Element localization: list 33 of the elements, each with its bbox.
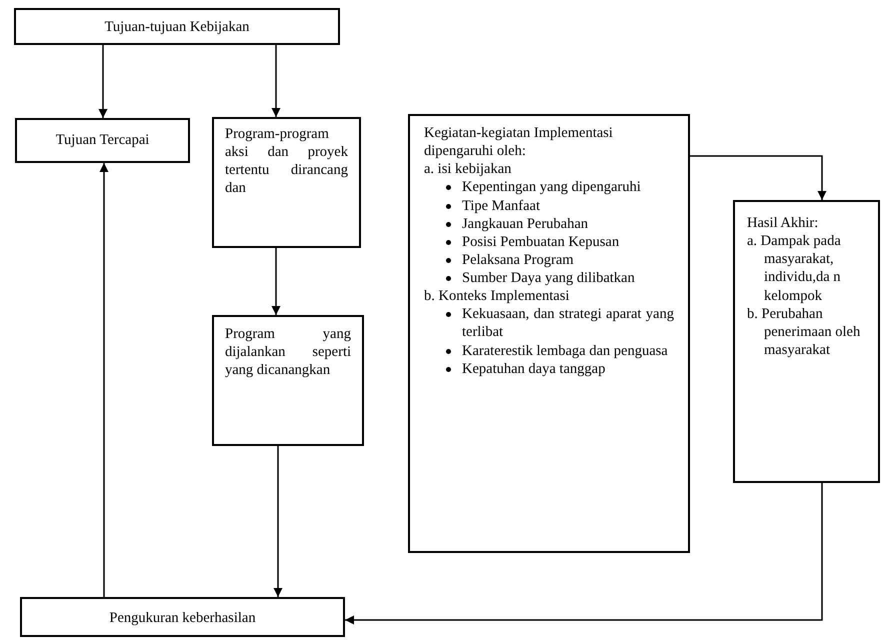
box-text: Program-program aksi dan proyek tertentu dirancang dan — [225, 125, 348, 198]
bullet-item: Posisi Pembuatan Kepusan — [424, 232, 674, 251]
arrow — [345, 483, 823, 624]
box-heading: Kegiatan-kegiatan Implementasi dipengaruhi oleh: — [424, 124, 614, 160]
program-box — [212, 117, 361, 248]
bullet-item: Tipe Manfaat — [424, 196, 674, 215]
list-item: b. Perubahan penerimaan oleh masyarakat — [747, 304, 862, 359]
box-text: Tujuan-tujuan Kebijakan — [104, 18, 250, 36]
box-text: Pengukuran keberhasilan — [108, 609, 257, 628]
bullet-item: Karaterestik lembaga dan penguasa — [424, 342, 674, 360]
arrow — [100, 163, 108, 597]
list-item: b. Konteks Implementasi — [424, 287, 570, 306]
bullet-item: Kepentingan yang dipengaruhi — [424, 178, 674, 196]
policy-goals-box — [14, 8, 340, 45]
bullet-item: Kekuasaan, dan strategi aparat yang terlibat — [424, 305, 674, 342]
goal-box — [15, 118, 190, 163]
bullet-item: Pelaksana Program — [424, 250, 674, 269]
box-text: Tujuan Tercapai — [54, 131, 150, 150]
arrow — [272, 45, 280, 117]
arrow — [272, 248, 280, 315]
list-item: a. isi kebijakan — [424, 160, 512, 178]
outcome-box — [733, 200, 880, 483]
arrow — [690, 155, 826, 200]
implementation-box — [408, 114, 690, 553]
arrow — [98, 45, 108, 118]
program-box — [212, 315, 364, 446]
bullet-item: Kepatuhan daya tanggap — [424, 360, 674, 378]
box-text: Program yang dijalankan seperti yang dicanangkan — [225, 325, 351, 380]
bullet-item: Sumber Daya yang dilibatkan — [424, 269, 674, 288]
bullet-item: Jangkauan Perubahan — [424, 214, 674, 233]
arrow — [274, 446, 282, 597]
box-heading: Hasil Akhir: — [747, 214, 820, 232]
measurement-box — [20, 597, 345, 637]
